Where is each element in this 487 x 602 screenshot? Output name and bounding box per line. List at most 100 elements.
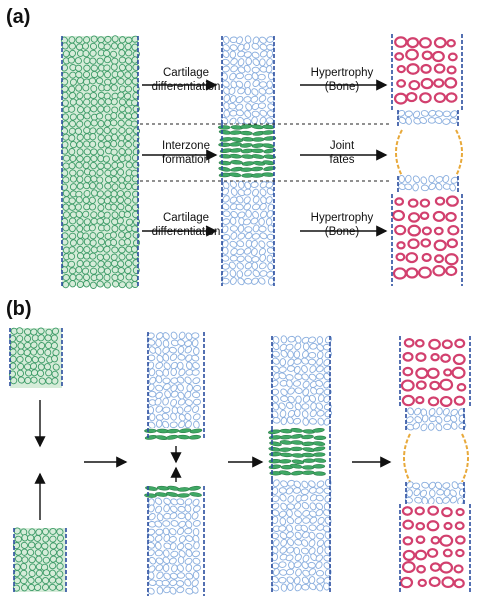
cell (266, 44, 275, 51)
cell (280, 349, 288, 358)
cell (104, 35, 112, 43)
cell (230, 247, 238, 256)
cell (90, 70, 99, 79)
cell (125, 182, 133, 190)
cell (285, 487, 294, 495)
cell (258, 262, 267, 270)
bone-cell (417, 578, 427, 588)
cell (111, 154, 120, 162)
cell (222, 35, 230, 44)
cell (163, 504, 170, 513)
cell (74, 57, 82, 65)
cell (162, 420, 170, 429)
cell (110, 84, 118, 92)
cell (76, 280, 84, 288)
cell (83, 218, 91, 226)
cell (263, 136, 277, 141)
cell (259, 81, 268, 88)
cell (176, 564, 184, 572)
cell (117, 119, 125, 127)
cell (323, 358, 331, 367)
cell (124, 175, 132, 183)
cell (308, 373, 317, 381)
bone-cell (407, 224, 421, 237)
cell (451, 481, 459, 490)
cell (76, 245, 84, 254)
cell (111, 225, 119, 233)
cell (110, 253, 118, 261)
cell (235, 72, 244, 80)
cell (301, 470, 315, 475)
cell (192, 362, 200, 370)
cell (272, 568, 280, 577)
cell (301, 539, 309, 547)
cell (302, 395, 310, 403)
cell (419, 489, 428, 498)
bone-cell (395, 252, 406, 262)
cell (240, 143, 253, 148)
cell (177, 354, 186, 361)
cell (280, 452, 293, 458)
cell (316, 539, 325, 547)
cell (293, 417, 301, 425)
cell (295, 568, 302, 577)
cell (293, 480, 301, 488)
cell (118, 148, 126, 156)
cell (68, 148, 76, 156)
cell (258, 240, 266, 249)
cell (243, 196, 251, 204)
cell (50, 334, 58, 342)
cell (155, 338, 162, 347)
cell (62, 133, 70, 141)
bone-cell (434, 196, 446, 206)
cell (68, 42, 76, 50)
cartilage-upper (221, 35, 276, 126)
cell (103, 64, 111, 72)
cell (316, 532, 325, 540)
cell (290, 434, 303, 439)
cell (118, 98, 126, 106)
cell (192, 571, 200, 580)
bone-cell (407, 238, 420, 250)
cell (397, 110, 406, 117)
cell (104, 190, 112, 198)
cell (222, 218, 231, 225)
cell (118, 281, 126, 289)
bone-cell (433, 37, 447, 49)
bone-cell (407, 212, 421, 223)
cell (90, 211, 98, 219)
cell (68, 162, 76, 170)
bone-cell (401, 506, 413, 516)
cell (244, 226, 253, 233)
hypertrophy-bottom-label: Hypertrophy (Bone) (302, 211, 382, 239)
cell (302, 342, 310, 351)
cell (116, 217, 124, 225)
cell (250, 166, 264, 172)
cell (188, 434, 202, 440)
cell (90, 64, 98, 72)
cell (184, 557, 193, 565)
cell (154, 497, 163, 505)
b-articular-lower (404, 481, 466, 506)
cell (35, 528, 43, 536)
cell (287, 387, 295, 395)
cell (221, 72, 228, 81)
cell (29, 362, 38, 370)
cell (192, 550, 200, 558)
bone-cell (456, 383, 467, 392)
cell (48, 583, 57, 591)
cell (217, 125, 231, 130)
cell (420, 184, 429, 192)
bone-cell (402, 351, 414, 362)
bone-cell (414, 506, 425, 516)
cell (243, 203, 252, 211)
cell (251, 256, 260, 263)
cell (10, 377, 18, 385)
cell (68, 134, 76, 142)
bone-cell (441, 507, 453, 518)
cell (229, 148, 243, 153)
cell (76, 218, 84, 226)
cell (74, 64, 83, 72)
articular-upper (397, 109, 459, 128)
cell (37, 334, 45, 342)
